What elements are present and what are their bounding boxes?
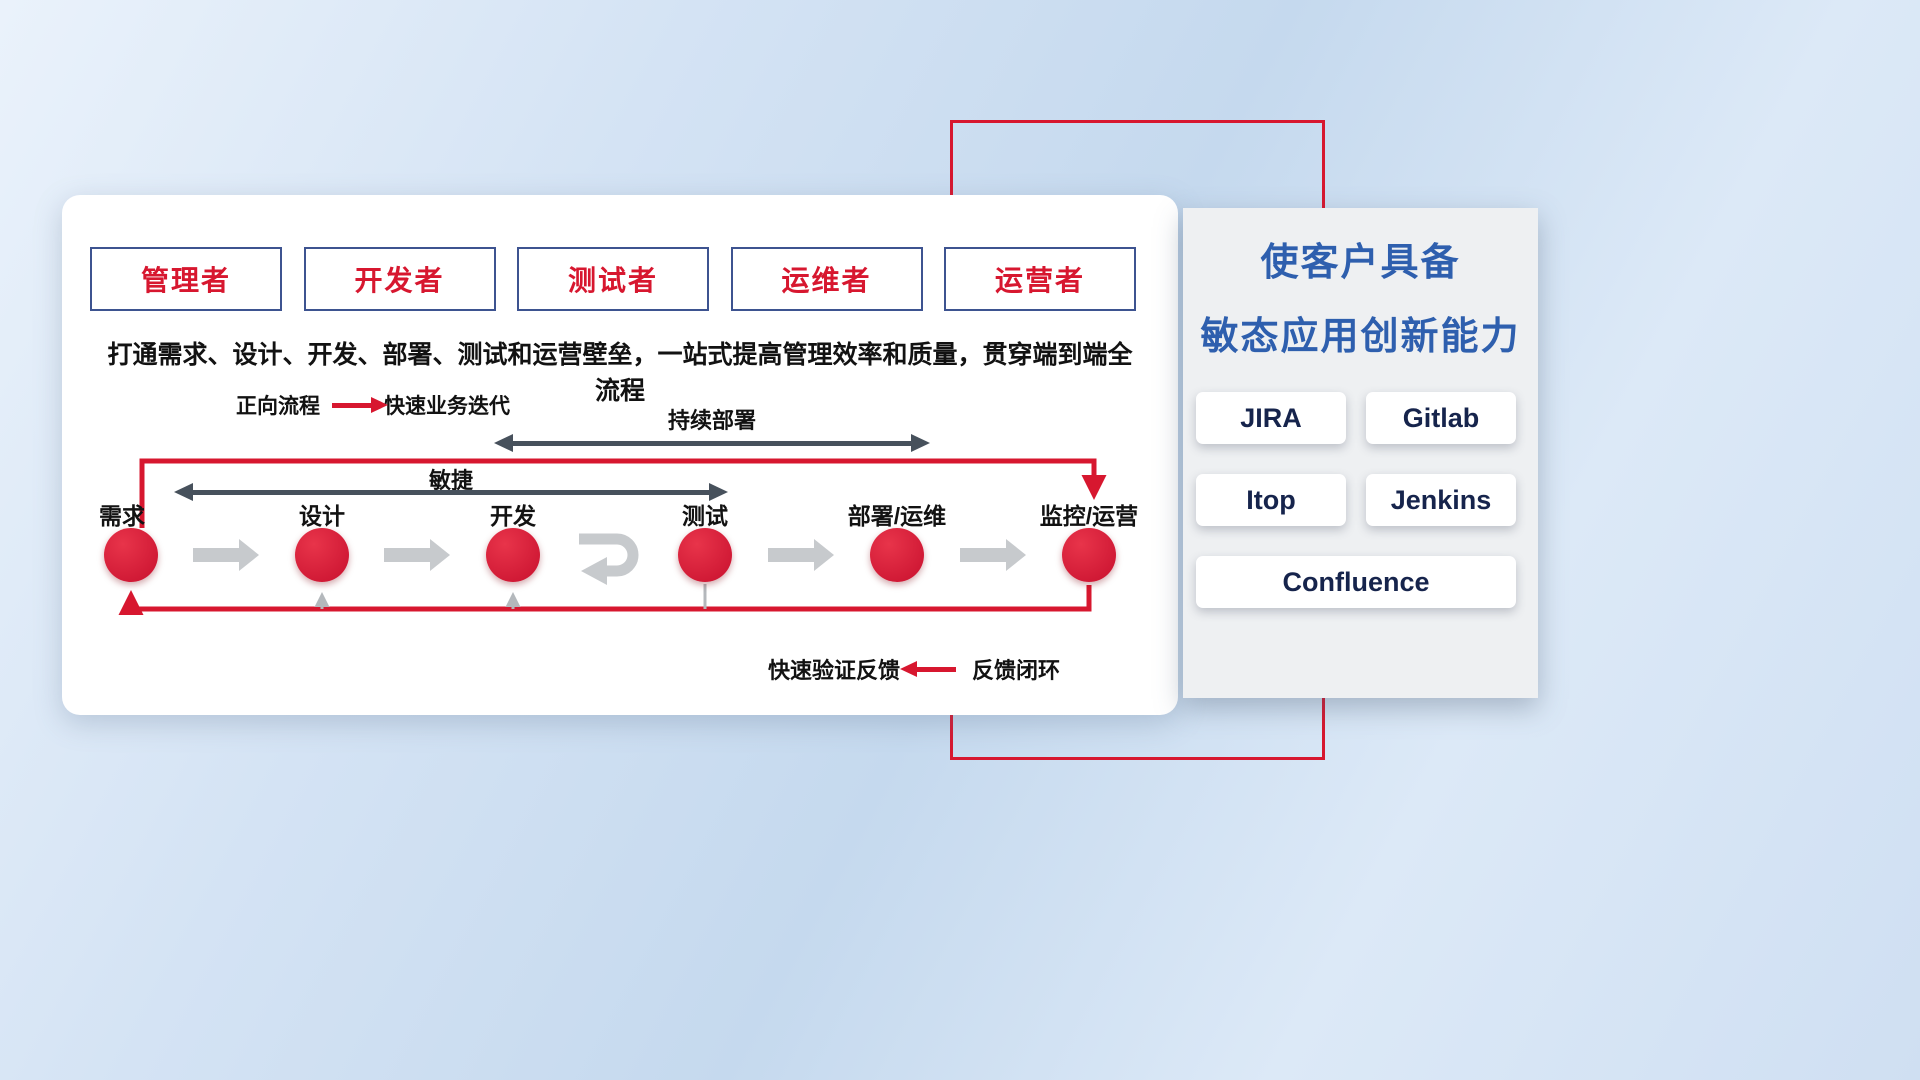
stage-label-requirements: 需求 bbox=[99, 503, 145, 529]
role-box-tester: 测试者 bbox=[517, 247, 709, 311]
tool-grid: JIRA Gitlab Itop Jenkins Confluence bbox=[1196, 392, 1526, 608]
headline-text: 打通需求、设计、开发、部署、测试和运营壁垒，一站式提高管理效率和质量，贯穿端到端… bbox=[107, 341, 1133, 405]
stage-label-develop: 开发 bbox=[490, 503, 536, 529]
stage-label-deploy-ops: 部署/运维 bbox=[847, 503, 947, 529]
continuous-deploy-span-arrow bbox=[494, 434, 930, 452]
panel-title: 使客户具备 敏态应用创新能力 bbox=[1183, 226, 1538, 374]
stage-label-test: 测试 bbox=[682, 503, 728, 529]
left-arrow-icon bbox=[900, 660, 957, 677]
flow-arrow-5 bbox=[960, 539, 1026, 571]
stage-circle-monitor-op bbox=[1062, 528, 1116, 582]
panel-title-line1: 使客户具备 bbox=[1260, 242, 1461, 284]
role-box-ops: 运维者 bbox=[730, 247, 923, 311]
forward-legend-desc: 快速业务迭代 bbox=[384, 395, 510, 418]
role-box-operator: 运营者 bbox=[944, 247, 1136, 311]
role-boxes-row: 管理者 开发者 测试者 运维者 运营者 bbox=[90, 247, 1136, 311]
agile-span-arrow bbox=[174, 483, 728, 501]
stage-circle-requirements bbox=[104, 528, 158, 582]
stage-circle-deploy-ops bbox=[870, 528, 924, 582]
feedback-legend-desc: 反馈闭环 bbox=[972, 658, 1061, 683]
stage-circle-design bbox=[295, 528, 349, 582]
tool-confluence: Confluence bbox=[1196, 556, 1516, 608]
tool-itop: Itop bbox=[1196, 474, 1346, 526]
panel-title-line2: 敏态应用创新能力 bbox=[1200, 316, 1521, 358]
role-box-manager: 管理者 bbox=[90, 247, 282, 311]
tool-jira: JIRA bbox=[1196, 392, 1346, 444]
continuous-deploy-label: 持续部署 bbox=[667, 408, 756, 433]
forward-legend-label: 正向流程 bbox=[236, 395, 320, 418]
devops-flow-card: 管理者 开发者 测试者 运维者 运营者 打通需求、设计、开发、部署、测试和运营壁… bbox=[62, 195, 1178, 715]
flow-arrow-2 bbox=[384, 539, 450, 571]
flow-arrow-1 bbox=[193, 539, 259, 571]
right-arrow-icon bbox=[332, 396, 388, 413]
feedback-loop-line bbox=[118, 585, 1092, 615]
role-box-developer: 开发者 bbox=[303, 247, 496, 311]
iterate-loop-icon bbox=[579, 533, 639, 585]
stage-label-design: 设计 bbox=[299, 503, 345, 529]
stage-label-monitor-op: 监控/运营 bbox=[1039, 503, 1139, 529]
stage-circle-test bbox=[678, 528, 732, 582]
capability-panel: 使客户具备 敏态应用创新能力 JIRA Gitlab Itop Jenkins … bbox=[1183, 208, 1538, 698]
tool-jenkins: Jenkins bbox=[1366, 474, 1516, 526]
feedback-legend-label: 快速验证反馈 bbox=[768, 658, 901, 683]
flow-arrow-4 bbox=[768, 539, 834, 571]
feedback-legend: 快速验证反馈 反馈闭环 bbox=[768, 653, 1060, 685]
stage-circle-develop bbox=[486, 528, 540, 582]
forward-legend: 正向流程 快速业务迭代 bbox=[236, 390, 510, 420]
tool-gitlab: Gitlab bbox=[1366, 392, 1516, 444]
